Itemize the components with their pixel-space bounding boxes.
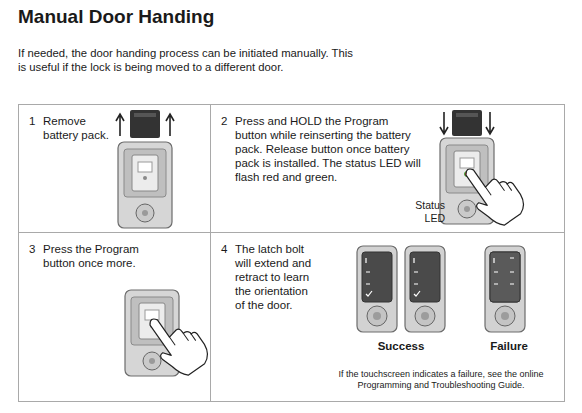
up-arrow xyxy=(116,114,124,136)
title: Manual Door Handing xyxy=(18,6,214,28)
lock xyxy=(118,142,172,228)
battery-pack xyxy=(130,110,160,138)
success-lock xyxy=(405,246,445,332)
step-text: Press and HOLD the Program button while … xyxy=(235,114,421,184)
step-text: Remove battery pack. xyxy=(43,114,121,142)
step-number: 4 xyxy=(221,242,233,256)
pressing-hand xyxy=(140,303,214,382)
step-cell: 4The latch bolt will extend and retract … xyxy=(210,232,565,402)
step-number: 3 xyxy=(29,242,41,256)
step-number: 2 xyxy=(221,114,233,128)
up-arrow xyxy=(166,114,174,136)
keypad-icons xyxy=(494,258,514,284)
failure-lock xyxy=(485,246,525,332)
touchscreen xyxy=(490,252,520,302)
battery-pack xyxy=(452,110,482,136)
footnote: If the touchscreen indicates a failure, … xyxy=(319,369,563,391)
keypad-icons xyxy=(366,258,372,296)
step-cell: 2Press and HOLD the Program button while… xyxy=(210,104,565,233)
down-arrow xyxy=(486,112,494,134)
result-label: Success xyxy=(361,339,441,353)
step-number: 1 xyxy=(29,114,41,128)
screen-icons xyxy=(366,258,514,296)
success-lock xyxy=(357,246,397,332)
step-text: Press the Program button once more. xyxy=(43,242,155,270)
keypad-icons xyxy=(414,258,420,296)
result-label: Failure xyxy=(469,339,549,353)
battery-top xyxy=(134,113,156,117)
pressing-hand xyxy=(456,153,530,232)
step-cell: 3Press the Program button once more. xyxy=(18,232,211,402)
down-arrow xyxy=(440,112,448,134)
callout-label: Status LED xyxy=(401,199,445,225)
failure-lock-body xyxy=(485,246,525,332)
step-text: The latch bolt will extend and retract t… xyxy=(235,242,319,312)
step-cell: 1Remove battery pack. xyxy=(18,104,211,233)
intro-text: If needed, the door handing process can … xyxy=(18,46,353,74)
battery-top xyxy=(456,113,478,117)
